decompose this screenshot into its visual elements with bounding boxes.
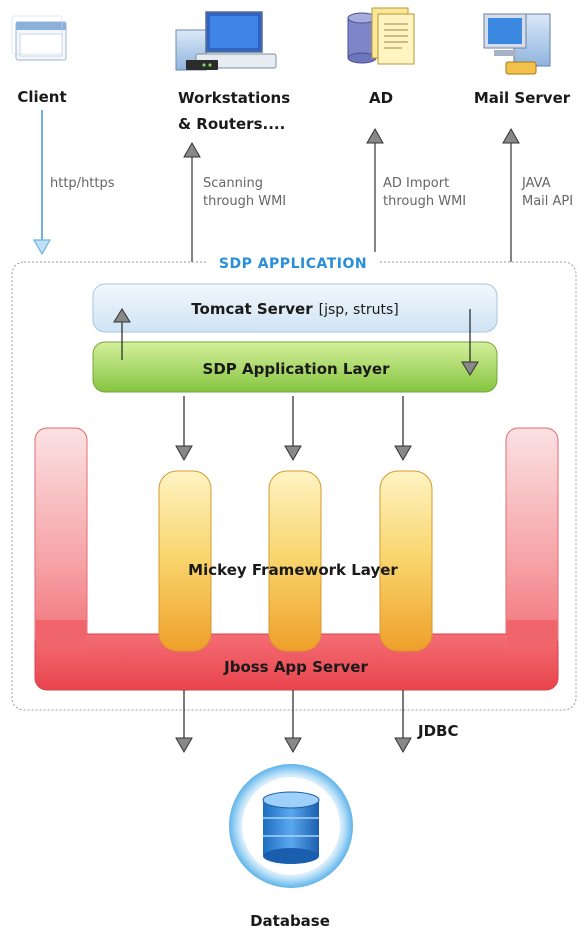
java-mail-label-line2: Mail API xyxy=(522,194,573,209)
jboss-app-server-layer xyxy=(34,427,559,691)
app-to-framework-arrow-3 xyxy=(394,396,412,462)
sdp-application-title: SDP APPLICATION xyxy=(219,256,367,272)
ad-import-label-line2: through WMI xyxy=(383,194,466,209)
database-label: Database xyxy=(250,912,330,930)
database-icon xyxy=(229,764,353,888)
tomcat-up-arrow xyxy=(113,308,131,360)
jboss-app-server-label: Jboss App Server xyxy=(223,658,368,676)
mail-server-label: Mail Server xyxy=(474,89,571,107)
application-to-mail-arrow xyxy=(502,127,520,262)
directory-database-icon xyxy=(347,7,415,65)
jboss-to-database-arrow-2 xyxy=(284,690,302,754)
tomcat-server-label: Tomcat Server [jsp, struts] xyxy=(191,300,398,318)
jdbc-label: JDBC xyxy=(417,722,458,740)
ad-label: AD xyxy=(369,89,393,107)
framework-pillar-3 xyxy=(379,470,433,652)
tomcat-server-detail: [jsp, struts] xyxy=(319,302,399,318)
sdp-application-layer xyxy=(92,341,498,393)
application-to-ad-arrow xyxy=(366,127,384,262)
ad-import-label-line1: AD Import xyxy=(383,176,449,191)
app-to-framework-arrow-2 xyxy=(284,396,302,462)
workstations-label-line1: Workstations xyxy=(178,89,290,107)
framework-pillar-1 xyxy=(158,470,212,652)
mickey-framework-layer-label: Mickey Framework Layer xyxy=(188,561,398,579)
tomcat-server-layer xyxy=(92,283,498,333)
java-mail-label-line1: JAVA xyxy=(521,176,551,191)
sdp-application-layer-label: SDP Application Layer xyxy=(203,360,391,378)
workstations-label-line2: & Routers.... xyxy=(178,115,285,133)
framework-pillar-2 xyxy=(268,470,322,652)
application-window-icon xyxy=(11,15,67,61)
application-to-workstations-arrow xyxy=(183,141,201,262)
client-protocol-label: http/https xyxy=(50,176,115,191)
jboss-to-database-arrow-1 xyxy=(175,690,193,754)
tomcat-down-arrow xyxy=(461,309,479,376)
mail-server-icon xyxy=(483,13,551,75)
jboss-to-database-arrow-3 xyxy=(394,690,412,754)
client-label: Client xyxy=(17,88,66,106)
client-to-application-arrow xyxy=(32,110,52,256)
scanning-label-line2: through WMI xyxy=(203,194,286,209)
app-to-framework-arrow-1 xyxy=(175,396,193,462)
network-computers-icon xyxy=(175,11,277,71)
scanning-label-line1: Scanning xyxy=(203,176,263,191)
tomcat-server-name: Tomcat Server xyxy=(191,300,313,318)
